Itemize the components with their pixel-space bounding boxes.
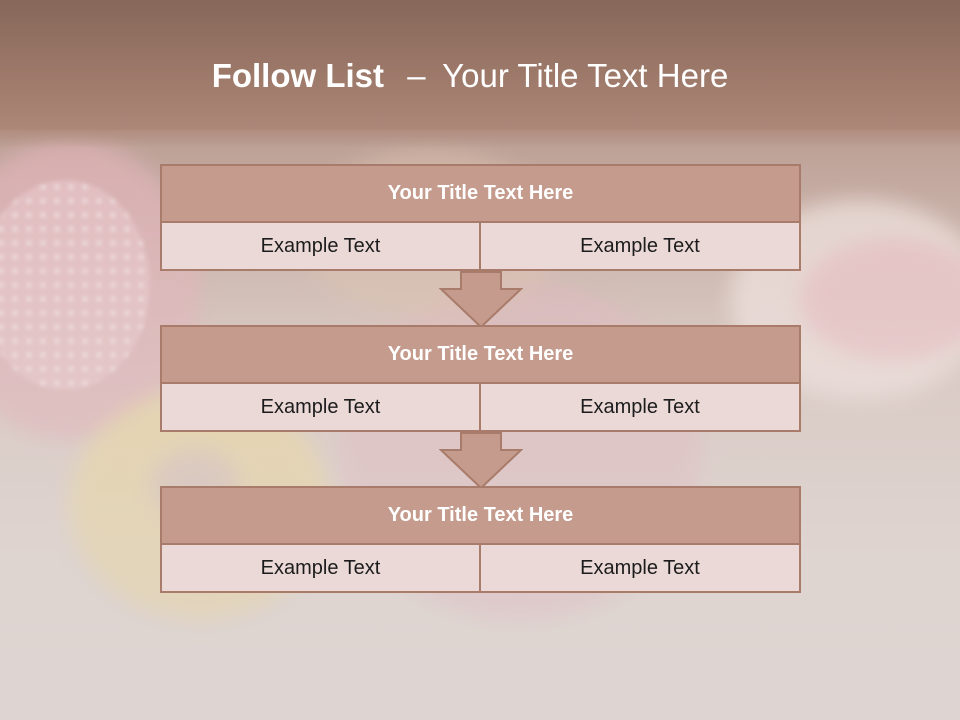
block-text-left: Example Text (160, 543, 481, 593)
slide-title-dash: – (407, 57, 426, 94)
block-text-left: Example Text (160, 221, 481, 271)
follow-list-block-2: Your Title Text Here Example Text Exampl… (160, 325, 801, 432)
slide-title-bold: Follow List (211, 57, 385, 94)
block-text-right: Example Text (479, 221, 801, 271)
block-title: Your Title Text Here (160, 486, 801, 545)
down-arrow-icon (439, 271, 523, 329)
block-title: Your Title Text Here (160, 325, 801, 384)
title-band: Follow List – Your Title Text Here (0, 0, 960, 148)
follow-list-block-3: Your Title Text Here Example Text Exampl… (160, 486, 801, 593)
slide-title-text: Your Title Text Here (442, 57, 729, 94)
slide-title: Follow List – Your Title Text Here (0, 56, 940, 96)
block-title: Your Title Text Here (160, 164, 801, 223)
follow-list-block-1: Your Title Text Here Example Text Exampl… (160, 164, 801, 271)
block-text-right: Example Text (479, 382, 801, 432)
down-arrow-icon (439, 432, 523, 490)
block-text-left: Example Text (160, 382, 481, 432)
block-text-right: Example Text (479, 543, 801, 593)
